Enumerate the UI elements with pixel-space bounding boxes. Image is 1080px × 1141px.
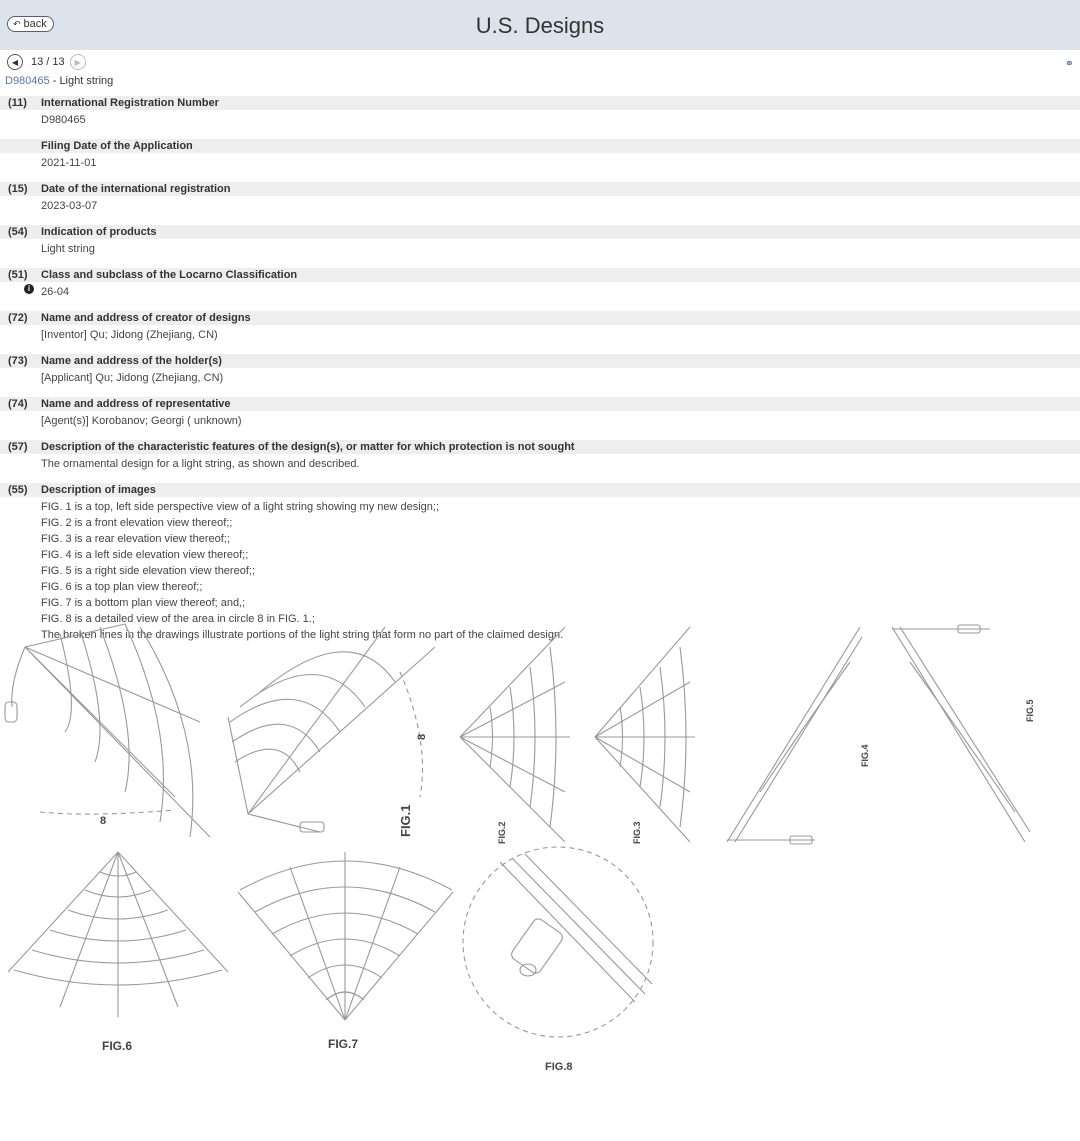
section-line: The ornamental design for a light string… (41, 458, 360, 470)
fig3-label: FIG.3 (632, 821, 642, 844)
fig6-label: FIG.6 (102, 1039, 132, 1053)
fig2-label: FIG.2 (497, 821, 507, 844)
fig6-drawing (7, 851, 229, 1017)
document-number-link[interactable]: D980465 (5, 75, 50, 87)
section-value: [Inventor] Qu; Jidong (Zhejiang, CN) (0, 325, 1080, 343)
section-heading: Filing Date of the Application (0, 139, 1080, 153)
section-line: FIG. 4 is a left side elevation view the… (41, 549, 249, 561)
section-title: Indication of products (41, 226, 157, 238)
fig1-right-drawing (227, 626, 436, 833)
back-arrow-icon: ↶ (13, 19, 21, 29)
document-line: D980465 - Light string (5, 75, 113, 87)
section-code: (15) (8, 183, 28, 195)
section-line: FIG. 8 is a detailed view of the area in… (41, 613, 315, 625)
section-title: International Registration Number (41, 97, 219, 109)
section-line: 2023-03-07 (41, 200, 98, 212)
section-code: (57) (8, 441, 28, 453)
fig5-drawing (891, 624, 1031, 843)
section-value: The ornamental design for a light string… (0, 454, 1080, 472)
section-code: (73) (8, 355, 28, 367)
section-value: 2023-03-07 (0, 196, 1080, 214)
section-code: (51) (8, 269, 28, 281)
back-button[interactable]: ↶ back (7, 16, 54, 32)
section-value: FIG. 1 is a top, left side perspective v… (0, 497, 1080, 643)
section-heading: (73) Name and address of the holder(s) (0, 354, 1080, 368)
section-value: 2021-11-01 (0, 153, 1080, 171)
section-line: The broken lines in the drawings illustr… (41, 629, 564, 641)
fig4-drawing (726, 626, 863, 845)
section-line: [Applicant] Qu; Jidong (Zhejiang, CN) (41, 372, 224, 384)
chevron-right-icon[interactable]: ▶ (69, 54, 86, 70)
section-heading: (51) Class and subclass of the Locarno Cl… (0, 268, 1080, 282)
section-line: Light string (41, 243, 95, 255)
section-code: (54) (8, 226, 28, 238)
section-heading: (15) Date of the international registrati… (0, 182, 1080, 196)
fig1-ref-8-bottom: 8 (100, 815, 106, 827)
section-line: FIG. 1 is a top, left side perspective v… (41, 501, 440, 513)
section-line: [Inventor] Qu; Jidong (Zhejiang, CN) (41, 329, 218, 341)
section-heading: (74) Name and address of representative (0, 397, 1080, 411)
section-line: [Agent(s)] Korobanov; Georgi ( unknown) (41, 415, 242, 427)
section-code: (11) (8, 97, 27, 109)
section-heading: (57) Description of the characteristic fe… (0, 440, 1080, 454)
section-line: FIG. 7 is a bottom plan view thereof; an… (41, 597, 246, 609)
section-value: [Agent(s)] Korobanov; Georgi ( unknown) (0, 411, 1080, 429)
section-value: Light string (0, 239, 1080, 257)
section-line: FIG. 5 is a right side elevation view th… (41, 565, 255, 577)
section-code: (72) (8, 312, 28, 324)
section-value: D980465 (0, 110, 1080, 128)
pager: ◀ 13 / 13 ▶ (7, 54, 86, 70)
document-separator: - (49, 75, 60, 87)
fig8-label: FIG.8 (545, 1061, 573, 1073)
fig7-drawing (237, 852, 454, 1021)
fig1-ref-8-side: 8 (416, 734, 428, 740)
section-line: 2021-11-01 (41, 157, 97, 169)
fig2-drawing (459, 626, 570, 843)
fig5-label: FIG.5 (1025, 699, 1035, 722)
section-value: [Applicant] Qu; Jidong (Zhejiang, CN) (0, 368, 1080, 386)
chevron-left-icon[interactable]: ◀ (7, 54, 23, 70)
section-title: Name and address of creator of designs (41, 312, 251, 324)
section-line: 26-04 (41, 286, 70, 298)
fig8-drawing (462, 846, 654, 1038)
fig4-label: FIG.4 (860, 744, 870, 767)
back-label: back (23, 18, 47, 30)
section-title: Date of the international registration (41, 183, 231, 195)
section-heading: (11) International Registration Number (0, 96, 1080, 110)
section-title: Description of images (41, 484, 156, 496)
section-code: (55) (8, 484, 28, 496)
page-header: ↶ back U.S. Designs (0, 0, 1080, 50)
fig3-drawing (594, 626, 695, 843)
section-line: FIG. 6 is a top plan view thereof;; (41, 581, 203, 593)
section-heading: (54) Indication of products (0, 225, 1080, 239)
fig7-label: FIG.7 (328, 1037, 358, 1051)
section-title: Filing Date of the Application (41, 140, 193, 152)
section-code: (74) (8, 398, 28, 410)
section-line: FIG. 3 is a rear elevation view thereof;… (41, 533, 230, 545)
section-title: Class and subclass of the Locarno Classi… (41, 269, 298, 281)
section-line: D980465 (41, 114, 86, 126)
link-icon[interactable]: ⚭ (1064, 58, 1074, 70)
section-title: Name and address of representative (41, 398, 231, 410)
section-line: FIG. 2 is a front elevation view thereof… (41, 517, 233, 529)
section-title: Name and address of the holder(s) (41, 355, 222, 367)
page-title: U.S. Designs (475, 13, 605, 38)
section-title: Description of the characteristic featur… (41, 441, 575, 453)
section-heading: (72) Name and address of creator of desig… (0, 311, 1080, 325)
section-heading: (55) Description of images (0, 483, 1080, 497)
fig1-label: FIG.1 (398, 804, 413, 837)
pager-counter: 13 / 13 (31, 56, 65, 68)
document-name: Light string (59, 75, 114, 87)
design-drawings: FIG.1 FIG.2 FIG.3 FIG.4 FIG.5 FIG.6 FIG.… (4, 623, 1035, 1073)
section-value: i 26-04 (0, 282, 1080, 300)
fig1-left-drawing (4, 623, 211, 838)
info-icon[interactable]: i (24, 284, 34, 294)
